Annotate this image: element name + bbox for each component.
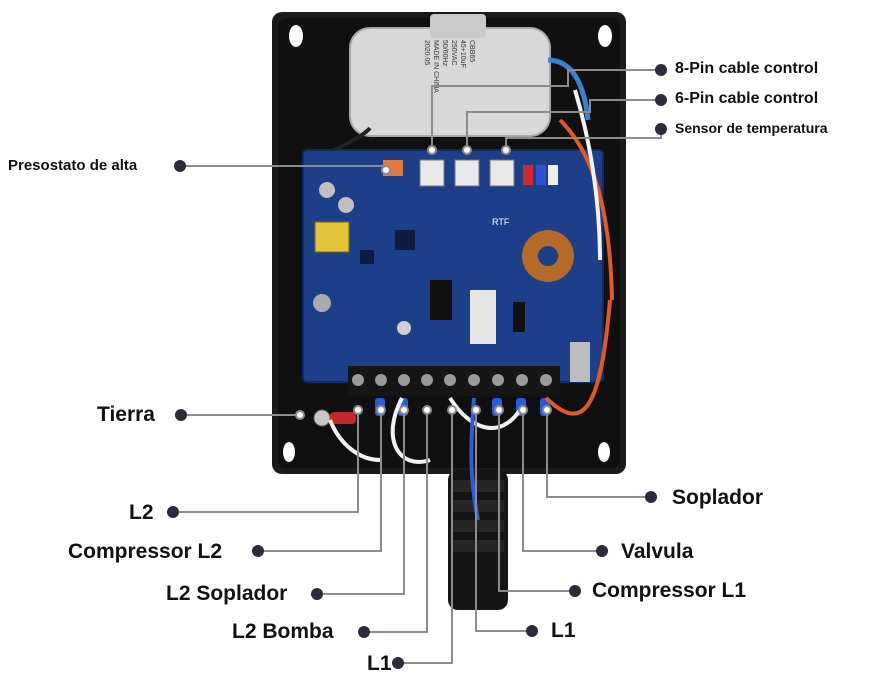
label-l1-right: L1	[551, 619, 576, 642]
capacitor-text-1: CBB65	[468, 40, 475, 62]
capacitor-text-3: 250VAC	[450, 40, 457, 66]
label-dots	[167, 64, 667, 669]
label-l2-soplador: L2 Soplador	[166, 582, 288, 605]
terminal-markers	[295, 145, 552, 420]
pcb-board: RTF	[302, 149, 604, 427]
leader-lines	[173, 69, 662, 664]
wires	[328, 89, 614, 521]
label-l2: L2	[129, 501, 154, 524]
label-l1-bottom: L1	[367, 652, 392, 675]
label-sensor-temperatura: Sensor de temperatura	[675, 120, 828, 136]
capacitor-text-4: 50/60Hz	[441, 40, 448, 67]
capacitor-text-5: MADE IN CHINA	[432, 40, 439, 93]
label-valvula: Valvula	[621, 540, 694, 563]
capacitor-text-6: 2020.05	[423, 40, 430, 65]
capacitor-text-2: 45+10uF	[459, 40, 466, 68]
label-presostato-de-alta: Presostato de alta	[8, 157, 138, 174]
label-compressor-l1: Compressor L1	[592, 579, 747, 602]
label-soplador: Soplador	[672, 486, 764, 509]
label-tierra: Tierra	[97, 403, 155, 426]
label-6pin-cable-control: 6-Pin cable control	[675, 90, 819, 107]
label-l2-bomba: L2 Bomba	[232, 620, 334, 643]
label-8pin-cable-control: 8-Pin cable control	[675, 60, 819, 77]
label-compressor-l2: Compressor L2	[68, 540, 223, 563]
capacitor: CBB65 45+10uF 250VAC 50/60Hz MADE IN CHI…	[316, 14, 591, 162]
board-brand: RTF	[492, 217, 510, 227]
